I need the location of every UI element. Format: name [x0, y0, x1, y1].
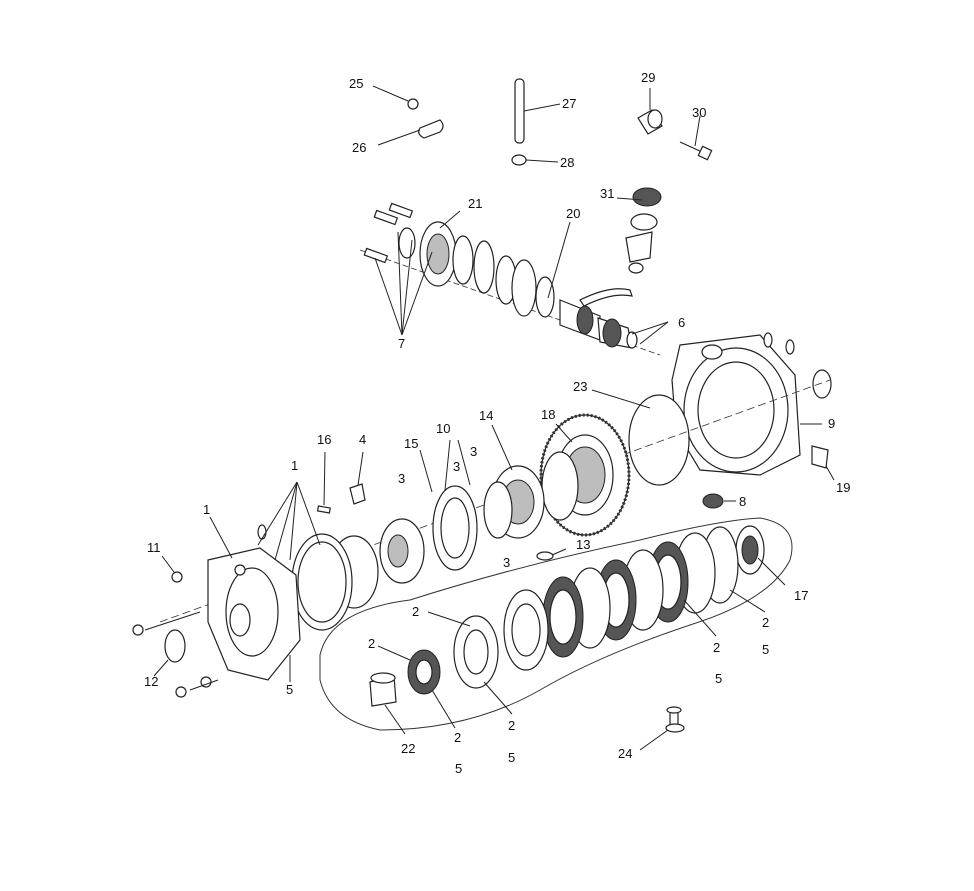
callout-labels: 25 26 27 28 29 30 21 20 31 6 7 23 9 19 8…	[144, 70, 850, 776]
callout-9: 9	[828, 416, 835, 431]
callout-16: 16	[317, 432, 331, 447]
callout-4: 4	[359, 432, 366, 447]
callout-11: 11	[147, 540, 161, 555]
callout-26: 26	[352, 140, 366, 155]
upper-shaft-assembly	[359, 187, 669, 356]
callout-3a: 3	[470, 444, 477, 459]
callout-5a: 5	[286, 682, 293, 697]
callout-7: 7	[398, 336, 405, 351]
callout-2e: 2	[454, 730, 461, 745]
part-29-bushing	[637, 88, 663, 135]
part-27-pin	[514, 78, 561, 144]
clutch-pack-group	[319, 517, 793, 735]
callout-3b: 3	[453, 459, 460, 474]
callout-21: 21	[468, 196, 482, 211]
callout-22: 22	[401, 741, 415, 756]
callout-23: 23	[573, 379, 587, 394]
callout-19: 19	[836, 480, 850, 495]
callout-3c: 3	[398, 471, 405, 486]
part-26-clip	[377, 119, 444, 146]
part-25-nut	[372, 85, 419, 110]
callout-25: 25	[349, 76, 363, 91]
callout-2b: 2	[368, 636, 375, 651]
callout-29: 29	[641, 70, 655, 85]
callout-14: 14	[479, 408, 493, 423]
gear-and-cage-group	[159, 379, 831, 623]
callout-13: 13	[576, 537, 590, 552]
callout-5c: 5	[715, 671, 722, 686]
callout-27: 27	[562, 96, 576, 111]
part-24-bolt	[639, 706, 685, 751]
callout-8: 8	[739, 494, 746, 509]
callout-6: 6	[678, 315, 685, 330]
part-28-plug	[511, 154, 559, 166]
part-30-bolt	[679, 115, 713, 161]
callout-20: 20	[566, 206, 580, 221]
callout-5e: 5	[508, 750, 515, 765]
callout-18: 18	[541, 407, 555, 422]
callout-28: 28	[560, 155, 574, 170]
callout-15: 15	[404, 436, 418, 451]
callout-24: 24	[618, 746, 632, 761]
left-cover-group	[132, 451, 379, 698]
callout-3d: 3	[503, 555, 510, 570]
callout-5b: 5	[762, 642, 769, 657]
callout-2d: 2	[713, 640, 720, 655]
callout-30: 30	[692, 105, 706, 120]
callout-2a: 2	[412, 604, 419, 619]
callout-2c: 2	[762, 615, 769, 630]
callout-17: 17	[794, 588, 808, 603]
callout-1b: 1	[203, 502, 210, 517]
transmission-housing	[591, 332, 835, 509]
callout-2f: 2	[508, 718, 515, 733]
callout-1a: 1	[291, 458, 298, 473]
callout-10: 10	[436, 421, 450, 436]
callout-5d: 5	[455, 761, 462, 776]
callout-31: 31	[600, 186, 614, 201]
callout-12: 12	[144, 674, 158, 689]
